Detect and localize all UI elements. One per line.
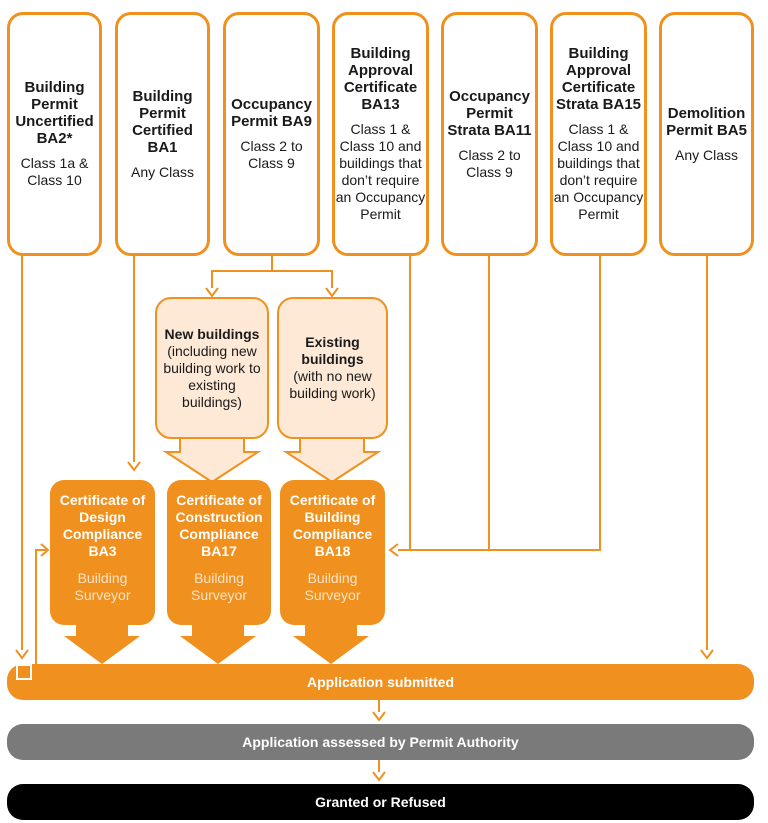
- application-assessed-label: Application assessed by Permit Authority: [242, 734, 519, 750]
- arrowhead-outcome: [372, 771, 386, 782]
- connector-ba15: [398, 256, 601, 551]
- certificate-ba3: Certificate of Design Compliance BA3 Bui…: [50, 480, 155, 625]
- certificate-ba17-role: Building Surveyor: [190, 570, 248, 603]
- arrowhead-ba5: [700, 649, 714, 660]
- certificate-ba17: Certificate of Construction Compliance B…: [167, 480, 271, 625]
- permit-ba5-title: Demolition Permit BA5: [666, 104, 747, 139]
- new-buildings-box: New buildings (including new building wo…: [155, 297, 269, 439]
- application-assessed-bar: Application assessed by Permit Authority: [7, 724, 754, 760]
- permit-ba11-title: Occupancy Permit Strata BA11: [447, 87, 532, 139]
- permit-ba15: Building Approval Certificate Strata BA1…: [550, 12, 647, 256]
- permit-ba9-class: Class 2 to Class 9: [240, 138, 303, 171]
- application-submitted-bar: Application submitted: [7, 664, 754, 700]
- arrowhead-assessed: [372, 711, 386, 722]
- big-arrow-ba3: [64, 622, 140, 664]
- permit-ba5: Demolition Permit BA5 Any Class: [659, 12, 754, 256]
- certificate-ba18-title: Certificate of Building Compliance BA18: [289, 492, 376, 559]
- permit-ba15-class: Class 1 & Class 10 and buildings that do…: [553, 121, 644, 222]
- big-arrow-ba17: [180, 622, 256, 664]
- existing-buildings-title: Existing buildings: [301, 334, 364, 367]
- permit-ba13: Building Approval Certificate BA13 Class…: [332, 12, 429, 256]
- new-buildings-title: New buildings: [164, 325, 260, 342]
- arrowhead-ba18: [388, 543, 399, 557]
- certificate-ba17-title: Certificate of Construction Compliance B…: [175, 492, 263, 559]
- application-submitted-label: Application submitted: [307, 674, 454, 690]
- permit-ba13-title: Building Approval Certificate BA13: [343, 45, 418, 113]
- permit-ba2: Building Permit Uncertified BA2* Class 1…: [7, 12, 102, 256]
- permit-ba2-class: Class 1a & Class 10: [20, 155, 89, 188]
- arrowhead-ba1: [127, 461, 141, 472]
- existing-buildings-box: Existing buildings (with no new building…: [277, 297, 388, 439]
- permit-ba9-title: Occupancy Permit BA9: [231, 96, 312, 130]
- arrowhead-new: [205, 287, 219, 298]
- connector-ba3-loop: [21, 549, 46, 679]
- connector-ba9-new: [211, 256, 273, 288]
- permit-ba1-title: Building Permit Certified BA1: [132, 87, 193, 156]
- outcome-label: Granted or Refused: [315, 794, 446, 810]
- arrowhead-ba3-loop: [40, 543, 50, 557]
- permit-ba5-class: Any Class: [674, 146, 739, 163]
- big-arrow-ba18: [293, 622, 369, 664]
- big-arrow-existing: [282, 437, 382, 484]
- connector-ba9-existing: [272, 270, 333, 288]
- permit-ba11: Occupancy Permit Strata BA11 Class 2 to …: [441, 12, 538, 256]
- arrowhead-existing: [325, 287, 339, 298]
- new-buildings-desc: (including new building work to existing…: [163, 342, 261, 410]
- permit-ba9: Occupancy Permit BA9 Class 2 to Class 9: [223, 12, 320, 256]
- permit-ba15-title: Building Approval Certificate Strata BA1…: [555, 45, 642, 113]
- permit-ba2-title: Building Permit Uncertified BA2*: [15, 79, 94, 147]
- big-arrow-new: [162, 437, 262, 484]
- permit-ba1: Building Permit Certified BA1 Any Class: [115, 12, 210, 256]
- outcome-bar: Granted or Refused: [7, 784, 754, 820]
- certificate-ba3-title: Certificate of Design Compliance BA3: [59, 492, 146, 559]
- arrowhead-ba2: [15, 649, 29, 660]
- certificate-ba18: Certificate of Building Compliance BA18 …: [280, 480, 385, 625]
- permit-ba13-class: Class 1 & Class 10 and buildings that do…: [335, 121, 426, 222]
- certificate-ba18-role: Building Surveyor: [304, 570, 361, 603]
- permit-ba1-class: Any Class: [130, 163, 195, 180]
- permit-ba11-class: Class 2 to Class 9: [458, 146, 521, 180]
- existing-buildings-desc: (with no new building work): [289, 368, 376, 401]
- loop-marker: [16, 664, 32, 680]
- certificate-ba3-role: Building Surveyor: [74, 570, 131, 603]
